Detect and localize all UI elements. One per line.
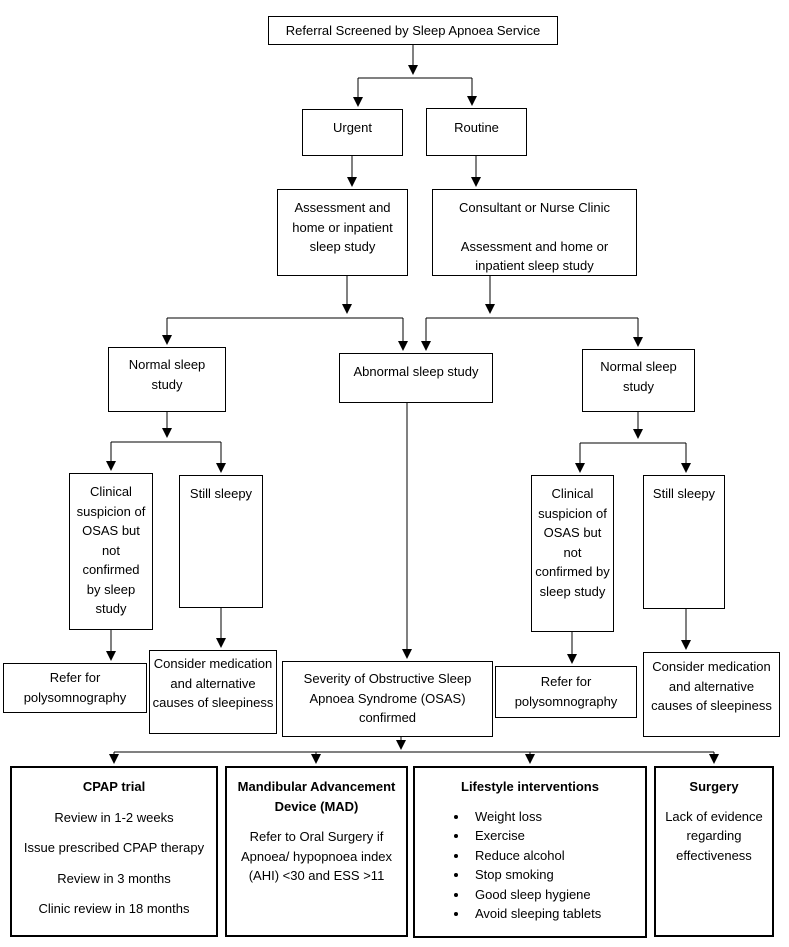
lifestyle-bullet-list: Weight lossExerciseReduce alcoholStop sm… <box>421 807 639 924</box>
node-normal-right: Normal sleep study <box>582 349 695 412</box>
list-item: Review in 1-2 weeks <box>54 809 174 825</box>
node-routine: Routine <box>426 108 527 156</box>
surgery-title: Surgery <box>689 779 739 794</box>
node-urgent: Urgent <box>302 109 403 156</box>
list-item: Stop smoking <box>469 865 639 885</box>
node-refer-right: Refer for polysomnography <box>495 666 637 718</box>
node-sleepy-left: Still sleepy <box>179 475 263 608</box>
node-surgery: Surgery Lack of evidence regarding effec… <box>654 766 774 937</box>
node-refer-left: Refer for polysomnography <box>3 663 147 713</box>
node-routine-clinic: Consultant or Nurse Clinic Assessment an… <box>432 189 637 276</box>
list-item: Clinic review in 18 months <box>38 901 190 916</box>
list-item: Review in 3 months <box>57 870 171 886</box>
node-clinical-right: Clinical suspicion of OSAS but not confi… <box>531 475 614 632</box>
lifestyle-title: Lifestyle interventions <box>461 779 599 794</box>
list-item: Issue prescribed CPAP therapy <box>23 840 205 855</box>
list-item: Weight loss <box>469 807 639 827</box>
mad-body: Refer to Oral Surgery if Apnoea/ hypopno… <box>240 829 393 883</box>
node-mad: Mandibular Advancement Device (MAD) Refe… <box>225 766 408 937</box>
list-item: Exercise <box>469 826 639 846</box>
list-item: Reduce alcohol <box>469 846 639 866</box>
surgery-body: Lack of evidence regarding effectiveness <box>665 808 763 863</box>
clinic-assessment-label: Assessment and home or inpatient sleep s… <box>460 238 609 274</box>
node-abnormal: Abnormal sleep study <box>339 353 493 403</box>
clinic-label: Consultant or Nurse Clinic <box>458 200 610 215</box>
node-normal-left: Normal sleep study <box>108 347 226 412</box>
node-clinical-left: Clinical suspicion of OSAS but not confi… <box>69 473 153 630</box>
node-consider-left: Consider medication and alternative caus… <box>149 650 277 734</box>
node-referral: Referral Screened by Sleep Apnoea Servic… <box>268 16 558 45</box>
node-lifestyle: Lifestyle interventions Weight lossExerc… <box>413 766 647 938</box>
node-consider-right: Consider medication and alternative caus… <box>643 652 780 737</box>
list-item: Good sleep hygiene <box>469 885 639 905</box>
node-urgent-assessment: Assessment and home or inpatient sleep s… <box>277 189 408 276</box>
node-severity: Severity of Obstructive Sleep Apnoea Syn… <box>282 661 493 737</box>
node-sleepy-right: Still sleepy <box>643 475 725 609</box>
cpap-title: CPAP trial <box>82 779 146 794</box>
mad-title: Mandibular Advancement Device (MAD) <box>237 779 396 814</box>
list-item: Avoid sleeping tablets <box>469 904 639 924</box>
